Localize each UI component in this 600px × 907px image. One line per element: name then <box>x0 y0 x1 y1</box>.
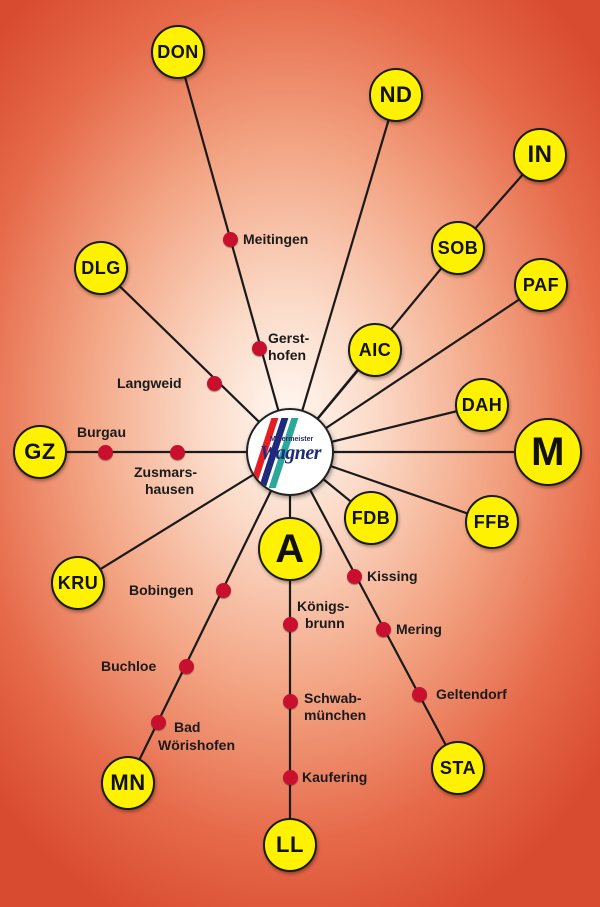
node-fdb: FDB <box>344 491 398 545</box>
stop-buchloe-dot <box>178 658 194 674</box>
stop-langweid-dot <box>206 375 222 391</box>
line-nd <box>288 94 398 453</box>
label-koenigsbrunn-1: Königs- <box>297 598 350 614</box>
label-gersthofen-2: hofen <box>268 347 307 363</box>
node-dah: DAH <box>455 378 509 432</box>
stop-schwabmuenchen-dot <box>282 693 298 709</box>
stop-mering-dot <box>375 621 391 637</box>
label-bad-woerishofen-1: Bad <box>174 719 201 735</box>
node-ll: LL <box>263 818 317 872</box>
node-sob: SOB <box>431 221 485 275</box>
label-kaufering: Kaufering <box>302 769 368 785</box>
line-paf <box>289 284 542 453</box>
label-mering: Mering <box>396 621 442 637</box>
node-a: A <box>258 517 322 581</box>
stop-burgau-dot <box>97 444 113 460</box>
label-burgau: Burgau <box>77 424 126 440</box>
label-geltendorf: Geltendorf <box>436 686 507 702</box>
label-zusmarshausen-2: hausen <box>145 481 195 497</box>
label-koenigsbrunn-2: brunn <box>305 615 345 631</box>
stop-zusmarshausen-dot <box>169 444 185 460</box>
stop-bad-woerishofen-dot <box>150 714 166 730</box>
node-don: DON <box>151 25 205 79</box>
label-buchloe: Buchloe <box>101 658 157 674</box>
stop-kissing-dot <box>346 568 362 584</box>
line-don <box>176 51 292 453</box>
stop-bobingen-dot <box>215 582 231 598</box>
label-meitingen: Meitingen <box>243 231 309 247</box>
node-gz: GZ <box>13 425 67 479</box>
node-mn: MN <box>101 756 155 810</box>
node-kru: KRU <box>51 556 105 610</box>
label-bobingen: Bobingen <box>129 582 194 598</box>
node-paf: PAF <box>514 258 568 312</box>
node-dlg: DLG <box>74 241 128 295</box>
node-nd: ND <box>369 68 423 122</box>
stop-koenigsbrunn-dot <box>282 616 298 632</box>
node-in: IN <box>513 128 567 182</box>
stop-geltendorf-dot <box>411 686 427 702</box>
label-langweid: Langweid <box>117 375 182 391</box>
label-schwabmuenchen-1: Schwab- <box>304 690 362 706</box>
logo-stripes-icon <box>248 418 299 488</box>
stop-gersthofen-dot <box>251 340 267 356</box>
node-m: M <box>514 418 582 486</box>
stop-kaufering-dot <box>282 769 298 785</box>
label-zusmarshausen-1: Zusmars- <box>134 464 198 480</box>
logo-line1: Malermeister <box>270 436 314 443</box>
label-bad-woerishofen-2: Wörishofen <box>158 737 235 753</box>
label-gersthofen-1: Gerst- <box>268 330 310 346</box>
line-sta <box>289 451 459 769</box>
logo-line2: Wagner <box>260 442 322 464</box>
node-ffb: FFB <box>465 495 519 549</box>
node-aic: AIC <box>348 323 402 377</box>
stop-meitingen-dot <box>222 231 238 247</box>
label-kissing: Kissing <box>367 568 418 584</box>
logo-malermeister-wagner: Malermeister Wagner <box>246 408 334 496</box>
label-schwabmuenchen-2: münchen <box>304 707 367 723</box>
node-sta: STA <box>431 741 485 795</box>
